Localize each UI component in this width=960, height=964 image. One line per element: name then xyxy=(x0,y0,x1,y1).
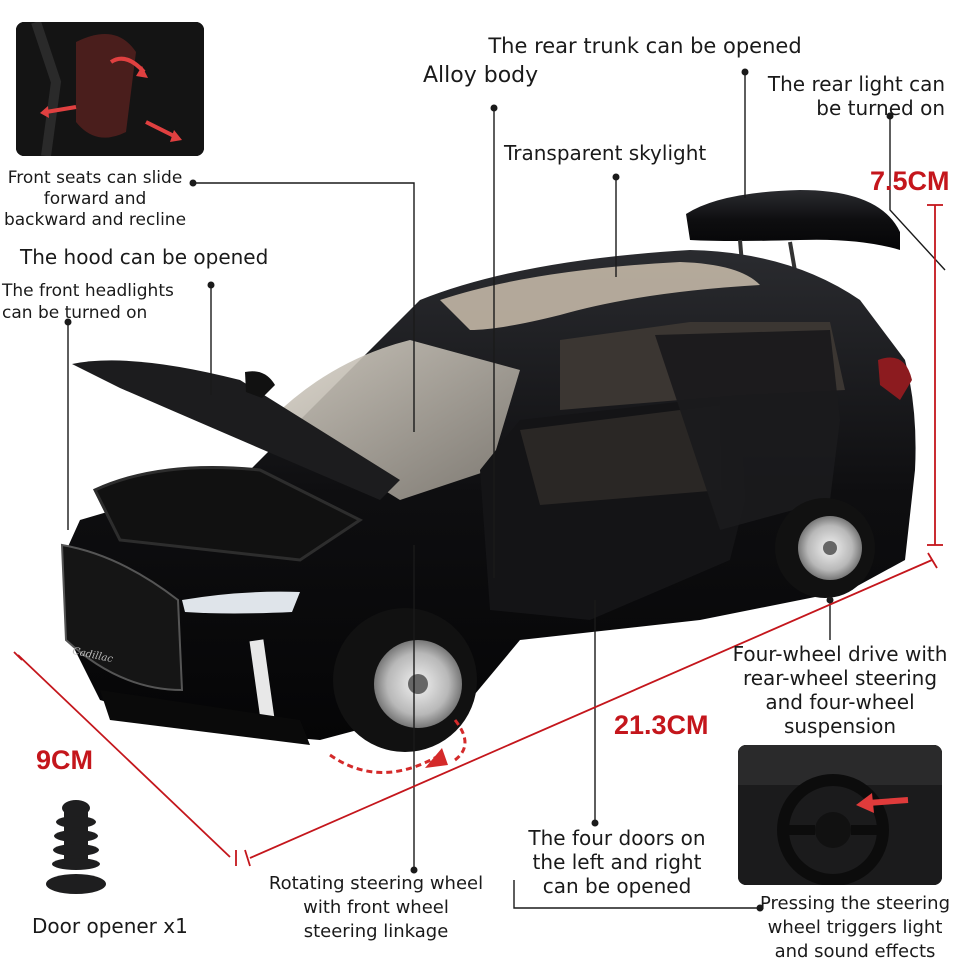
open-hood xyxy=(72,360,400,500)
seat-inset xyxy=(16,22,204,156)
skylight xyxy=(440,262,760,330)
label-door-opener: Door opener x1 xyxy=(32,914,188,938)
windshield xyxy=(270,340,520,500)
label-alloy-body: Alloy body xyxy=(423,63,539,88)
label-pressing-steering: Pressing the steering wheel triggers lig… xyxy=(759,893,950,962)
label-four-doors: The four doors on the left and right can… xyxy=(528,826,706,898)
label-four-wheel: Four-wheel drive with rear-wheel steerin… xyxy=(732,642,948,738)
tail-light xyxy=(878,357,912,400)
dimension-height: 7.5CM xyxy=(870,166,950,196)
label-hood: The hood can be opened xyxy=(20,245,269,269)
label-front-seats: Front seats can slide forward and backwa… xyxy=(3,168,187,230)
label-skylight: Transparent skylight xyxy=(504,141,707,165)
headlight xyxy=(182,591,300,614)
rotation-arrow xyxy=(329,753,441,774)
rear-trunk-lid xyxy=(686,190,900,250)
grille xyxy=(60,543,184,692)
dimension-width: 9CM xyxy=(36,745,94,775)
label-rear-trunk: The rear trunk can be opened xyxy=(488,34,802,58)
label-headlights: The front headlights can be turned on xyxy=(2,281,174,323)
label-steering-rotate: Rotating steering wheel with front wheel… xyxy=(268,873,484,942)
label-rear-light: The rear light can be turned on xyxy=(767,72,945,120)
steering-inset xyxy=(738,745,942,885)
engine-bay xyxy=(92,466,363,562)
dimension-length: 21.3CM xyxy=(614,710,709,740)
open-rear-door xyxy=(655,330,840,530)
